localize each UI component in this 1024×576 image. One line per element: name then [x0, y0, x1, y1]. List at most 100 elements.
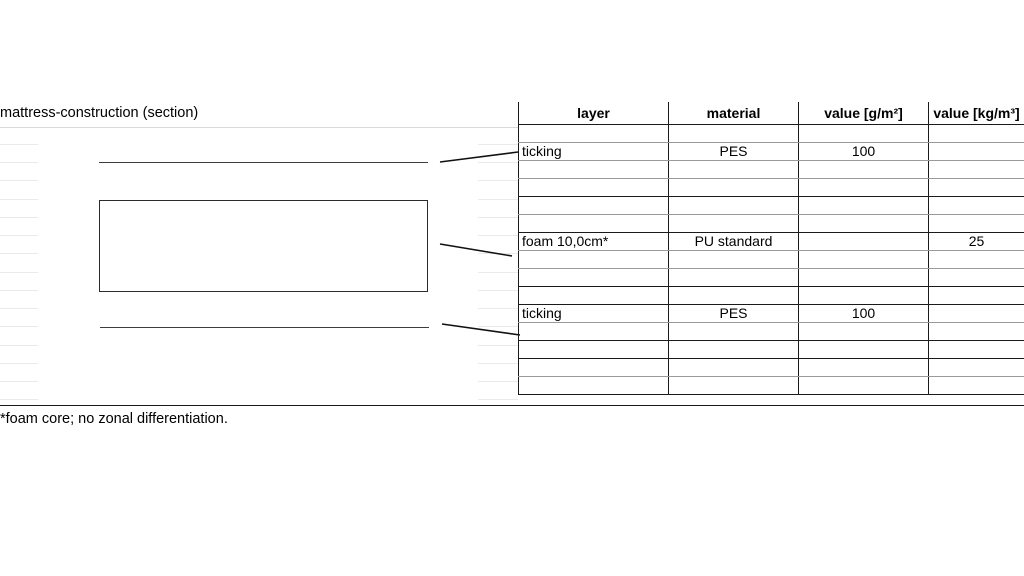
- cell-gsm[interactable]: 100: [798, 141, 929, 161]
- cell-material[interactable]: [668, 375, 799, 395]
- cell-density[interactable]: [928, 285, 1024, 305]
- table-row[interactable]: [518, 123, 1024, 143]
- diagram-title: mattress-construction (section): [0, 105, 199, 121]
- cell-gsm[interactable]: [798, 177, 929, 197]
- leader-line-foam-core: [439, 243, 513, 257]
- cell-material[interactable]: [668, 267, 799, 287]
- table-row[interactable]: [518, 375, 1024, 395]
- cell-layer[interactable]: [518, 177, 669, 197]
- grid-line: [0, 308, 38, 309]
- cell-layer[interactable]: ticking: [518, 141, 669, 161]
- cell-layer[interactable]: [518, 267, 669, 287]
- cell-density[interactable]: [928, 303, 1024, 323]
- table-row[interactable]: [518, 357, 1024, 377]
- grid-line: [0, 345, 38, 346]
- table-row[interactable]: [518, 249, 1024, 269]
- grid-line: [478, 217, 518, 218]
- grid-line: [0, 290, 38, 291]
- table-row[interactable]: [518, 213, 1024, 233]
- cell-material[interactable]: PES: [668, 303, 799, 323]
- cell-material[interactable]: [668, 213, 799, 233]
- cell-density[interactable]: [928, 249, 1024, 269]
- cell-layer[interactable]: [518, 375, 669, 395]
- grid-line: [478, 290, 518, 291]
- cell-material[interactable]: [668, 159, 799, 179]
- cell-gsm[interactable]: [798, 195, 929, 215]
- cell-gsm[interactable]: [798, 231, 929, 251]
- cell-gsm[interactable]: [798, 213, 929, 233]
- grid-line: [478, 363, 518, 364]
- cell-gsm[interactable]: [798, 357, 929, 377]
- table-body: ticking PES 100: [518, 123, 1024, 395]
- cell-layer[interactable]: [518, 195, 669, 215]
- cell-density[interactable]: [928, 357, 1024, 377]
- cell-layer[interactable]: foam 10,0cm*: [518, 231, 669, 251]
- leader-line-top-ticking: [439, 151, 519, 163]
- grid-line: [478, 144, 518, 145]
- cell-material[interactable]: [668, 249, 799, 269]
- table-row[interactable]: [518, 159, 1024, 179]
- cell-layer[interactable]: [518, 213, 669, 233]
- cell-layer[interactable]: [518, 285, 669, 305]
- cell-layer[interactable]: [518, 159, 669, 179]
- cell-material[interactable]: [668, 357, 799, 377]
- cell-layer[interactable]: [518, 357, 669, 377]
- column-header-gsm: value [g/m²]: [798, 102, 929, 125]
- cell-density[interactable]: [928, 375, 1024, 395]
- grid-line: [0, 253, 38, 254]
- cell-density[interactable]: [928, 267, 1024, 287]
- cell-layer[interactable]: ticking: [518, 303, 669, 323]
- cell-material[interactable]: PES: [668, 141, 799, 161]
- top-ticking-line: [99, 162, 428, 163]
- table-row[interactable]: [518, 285, 1024, 305]
- cell-gsm[interactable]: [798, 159, 929, 179]
- cell-density[interactable]: [928, 321, 1024, 341]
- table-row[interactable]: ticking PES 100: [518, 141, 1024, 161]
- cell-density[interactable]: [928, 339, 1024, 359]
- grid-line: [0, 144, 38, 145]
- cell-layer[interactable]: [518, 249, 669, 269]
- cell-gsm[interactable]: [798, 339, 929, 359]
- grid-line: [478, 308, 518, 309]
- table-row[interactable]: [518, 339, 1024, 359]
- column-header-material: material: [668, 102, 799, 125]
- grid-line: [0, 399, 38, 400]
- cell-density[interactable]: [928, 213, 1024, 233]
- cell-gsm[interactable]: [798, 249, 929, 269]
- table-row[interactable]: [518, 177, 1024, 197]
- cell-material[interactable]: PU standard: [668, 231, 799, 251]
- cell-gsm[interactable]: [798, 375, 929, 395]
- cell-density[interactable]: [928, 195, 1024, 215]
- cell-layer[interactable]: [518, 339, 669, 359]
- grid-line: [0, 180, 38, 181]
- cell-gsm[interactable]: 100: [798, 303, 929, 323]
- cell-density[interactable]: [928, 123, 1024, 143]
- cell-density[interactable]: [928, 159, 1024, 179]
- table-row[interactable]: foam 10,0cm* PU standard 25: [518, 231, 1024, 251]
- table-row[interactable]: ticking PES 100: [518, 303, 1024, 323]
- grid-line: [478, 235, 518, 236]
- cell-gsm[interactable]: [798, 285, 929, 305]
- grid-line: [478, 180, 518, 181]
- cell-layer[interactable]: [518, 321, 669, 341]
- cell-gsm[interactable]: [798, 123, 929, 143]
- grid-line: [478, 199, 518, 200]
- table-row[interactable]: [518, 267, 1024, 287]
- cell-material[interactable]: [668, 339, 799, 359]
- cell-gsm[interactable]: [798, 321, 929, 341]
- grid-line: [478, 272, 518, 273]
- cell-material[interactable]: [668, 285, 799, 305]
- cell-material[interactable]: [668, 195, 799, 215]
- cell-density[interactable]: [928, 141, 1024, 161]
- table-row[interactable]: [518, 321, 1024, 341]
- cell-gsm[interactable]: [798, 267, 929, 287]
- grid-line: [0, 217, 38, 218]
- cell-material[interactable]: [668, 177, 799, 197]
- cell-material[interactable]: [668, 321, 799, 341]
- cell-material[interactable]: [668, 123, 799, 143]
- cell-density[interactable]: 25: [928, 231, 1024, 251]
- grid-line: [478, 326, 518, 327]
- table-row[interactable]: [518, 195, 1024, 215]
- cell-layer[interactable]: [518, 123, 669, 143]
- cell-density[interactable]: [928, 177, 1024, 197]
